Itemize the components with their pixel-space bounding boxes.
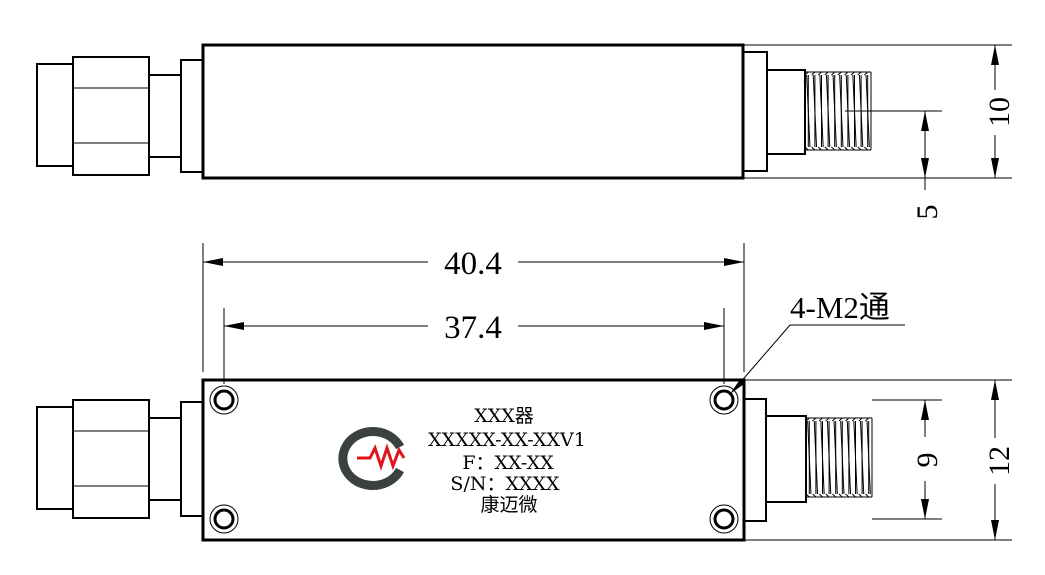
thread-tooth: [865, 493, 870, 498]
thread-tooth: [851, 417, 856, 422]
side-view: [36, 43, 872, 180]
thread-tooth: [824, 146, 829, 151]
nameplate-brand: 康迈微: [480, 494, 537, 516]
thread-tooth: [864, 71, 869, 76]
logo-wave: [357, 443, 406, 471]
nameplate-frequency: F：XX-XX: [462, 452, 554, 474]
thread-tooth: [825, 493, 830, 498]
thread-tooth: [824, 71, 829, 76]
thread-tooth: [831, 71, 836, 76]
thread-tooth: [857, 71, 862, 76]
thread-tooth: [858, 417, 863, 422]
side-dimensions: [743, 44, 1012, 190]
thread-tooth: [838, 493, 843, 498]
thread-tooth: [832, 417, 837, 422]
thread-tooth: [837, 71, 842, 76]
front-right-connector: [743, 398, 873, 522]
thread-tooth: [865, 417, 870, 422]
thread-tooth: [818, 417, 823, 422]
thread-tooth: [844, 71, 849, 76]
side-body: [201, 43, 745, 180]
thread-tooth: [864, 146, 869, 151]
thread-tooth: [811, 146, 816, 151]
thread-tooth: [845, 493, 850, 498]
thread-tooth: [804, 71, 809, 76]
thread-tooth: [857, 146, 862, 151]
logo-arc: [338, 427, 404, 490]
dim-width-holes: 37.4: [444, 310, 502, 346]
thread-tooth: [817, 71, 822, 76]
thread-tooth: [845, 417, 850, 422]
hole-callout: 4-M2通: [790, 290, 890, 325]
nameplate-logo: [338, 427, 406, 490]
front-view: [36, 378, 873, 542]
thread-tooth: [812, 493, 817, 498]
thread-tooth: [838, 417, 843, 422]
thread-tooth: [805, 493, 810, 498]
front-left-connector: [36, 399, 204, 519]
thread-tooth: [825, 417, 830, 422]
dim-width-overall: 40.4: [444, 246, 502, 282]
thread-tooth: [832, 493, 837, 498]
dim-hole-spacing: 9: [911, 453, 944, 468]
thread-tooth: [851, 493, 856, 498]
dim-offset-side: 5: [911, 205, 944, 220]
nameplate-model: XXXXX-XX-XXV1: [428, 429, 586, 451]
front-dimensions: [202, 243, 1012, 541]
thread-tooth: [804, 146, 809, 151]
thread-tooth: [837, 146, 842, 151]
thread-tooth: [850, 146, 855, 151]
dim-height-front: 12: [983, 446, 1016, 476]
mounting-holes: [209, 385, 739, 534]
thread-tooth: [817, 146, 822, 151]
thread-tooth: [858, 493, 863, 498]
dim-height-side: 10: [983, 97, 1016, 127]
thread-tooth: [812, 417, 817, 422]
thread-tooth: [831, 146, 836, 151]
side-left-connector: [36, 56, 204, 176]
side-right-connector: [742, 51, 872, 172]
nameplate-product: XXX器: [474, 405, 534, 427]
thread-tooth: [818, 493, 823, 498]
nameplate-serial: S/N：XXXX: [450, 473, 560, 495]
thread-tooth: [805, 417, 810, 422]
thread-tooth: [811, 71, 816, 76]
thread-tooth: [850, 71, 855, 76]
thread-tooth: [844, 146, 849, 151]
